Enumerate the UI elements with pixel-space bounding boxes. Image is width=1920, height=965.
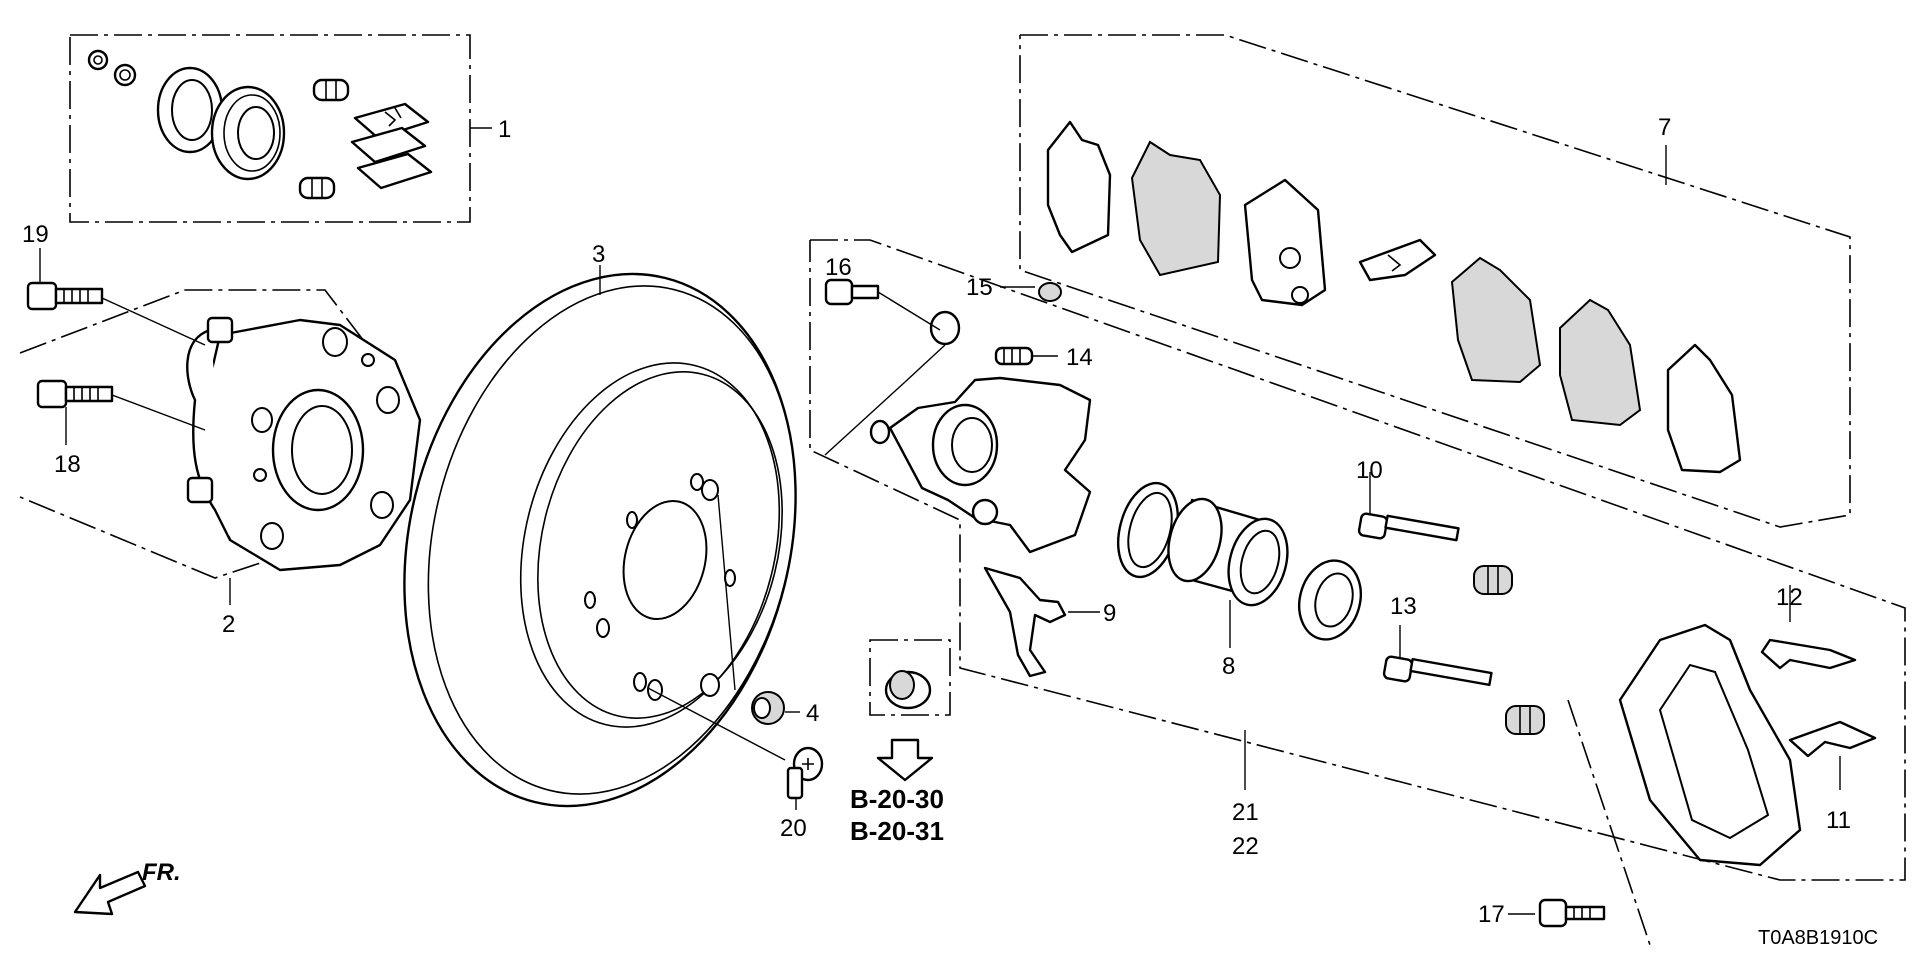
caliper-bracket: 12 11 [1567,584,1877,946]
front-label: FR. [142,859,181,886]
label-14: 14 [1066,344,1093,371]
label-2: 2 [222,611,235,638]
bolt-16: 16 [824,254,941,331]
reference-1[interactable]: B-20-30 [850,784,944,814]
front-direction-indicator: FR. [73,859,181,916]
label-18: 18 [54,451,81,478]
bolt-17: 17 [1478,898,1606,928]
reference-group: B-20-30 B-20-31 [850,639,951,846]
label-8: 8 [1222,653,1235,680]
label-21: 21 [1232,799,1259,826]
label-13: 13 [1390,593,1417,620]
caliper-group: 8 9 10 13 21 22 [809,239,1906,881]
bolt-18: 18 [36,379,206,478]
label-15: 15 [966,274,993,301]
label-19: 19 [22,221,49,248]
label-10: 10 [1356,457,1383,484]
label-22: 22 [1232,833,1259,860]
label-7: 7 [1658,114,1671,141]
label-20: 20 [780,815,807,842]
brake-disc: 3 [403,241,797,808]
label-16: 16 [825,254,852,281]
brake-pads-group: 7 [1019,34,1851,528]
bleeder-parts: 15 14 [966,274,1093,371]
part-20-screw: 20 [647,687,824,842]
bolt-19: 19 [22,221,206,346]
label-1: 1 [498,116,511,143]
label-4: 4 [806,700,819,727]
reference-2[interactable]: B-20-31 [850,816,944,846]
label-17: 17 [1478,901,1505,928]
label-12: 12 [1776,584,1803,611]
part-4-nut: 4 [717,494,819,727]
label-3: 3 [592,241,605,268]
seal-kit-group: 1 [69,34,511,223]
diagram-code: T0A8B1910C [1758,927,1878,949]
label-11: 11 [1826,807,1851,834]
hub-group: 2 [19,289,422,638]
label-9: 9 [1103,600,1116,627]
